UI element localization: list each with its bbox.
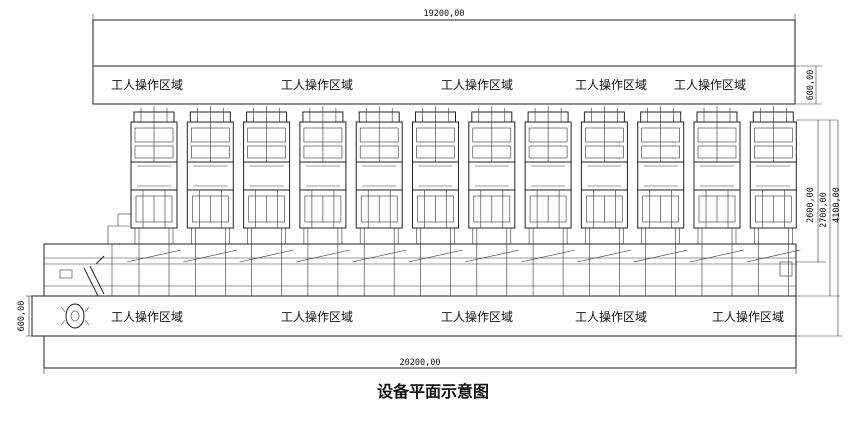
bottom-zone-label: 工人操作区域 — [281, 309, 353, 324]
bottom-zone-label: 工人操作区域 — [111, 309, 183, 324]
machine-unit — [183, 106, 238, 296]
total-depth-value: 4100,00 — [832, 187, 842, 223]
bottom-zone-label: 工人操作区域 — [441, 309, 513, 324]
bottom-dimension: 20200,00 — [43, 358, 797, 374]
machine-row — [126, 106, 801, 296]
machine-unit — [295, 106, 350, 296]
machine-unit — [239, 106, 294, 296]
top-operation-zone: 工人操作区域 工人操作区域 工人操作区域 工人操作区域 工人操作区域 — [92, 19, 796, 105]
diagram-caption: 设备平面示意图 — [377, 382, 489, 401]
top-zone-depth-value: 600,00 — [806, 70, 816, 101]
machine-depth-a-value: 2600,00 — [806, 187, 816, 223]
machine-unit — [408, 106, 463, 296]
machine-unit — [126, 106, 182, 296]
top-zone-label: 工人操作区域 — [111, 77, 183, 92]
machine-depth-b-value: 2700,00 — [819, 192, 829, 228]
bottom-zone-label: 工人操作区域 — [575, 309, 647, 324]
bottom-zone-depth-value: 600,00 — [17, 301, 27, 332]
machine-unit — [633, 106, 688, 296]
top-zone-label: 工人操作区域 — [441, 77, 513, 92]
bottom-zone-depth-dimension: 600,00 — [17, 295, 44, 337]
top-zone-label: 工人操作区域 — [575, 77, 647, 92]
machine-unit — [521, 106, 576, 296]
top-zone-label: 工人操作区域 — [281, 77, 353, 92]
machine-unit — [689, 106, 745, 296]
machine-unit — [464, 106, 519, 296]
top-width-dimension: 19200,00 — [424, 9, 465, 19]
top-zone-label: 工人操作区域 — [674, 77, 746, 92]
machine-depth-dimensions: 2600,00 2700,00 4100,00 — [796, 119, 842, 337]
bottom-zone-label: 工人操作区域 — [712, 309, 784, 324]
operator-icon — [60, 303, 90, 329]
top-zone-depth-dimension: 600,00 — [795, 65, 822, 105]
inlet-chute — [83, 267, 99, 297]
bottom-width-dimension: 20200,00 — [400, 358, 441, 368]
machine-unit — [352, 106, 407, 296]
machine-unit — [577, 106, 632, 296]
bottom-operation-zone: 工人操作区域 工人操作区域 工人操作区域 工人操作区域 工人操作区域 — [31, 295, 797, 369]
